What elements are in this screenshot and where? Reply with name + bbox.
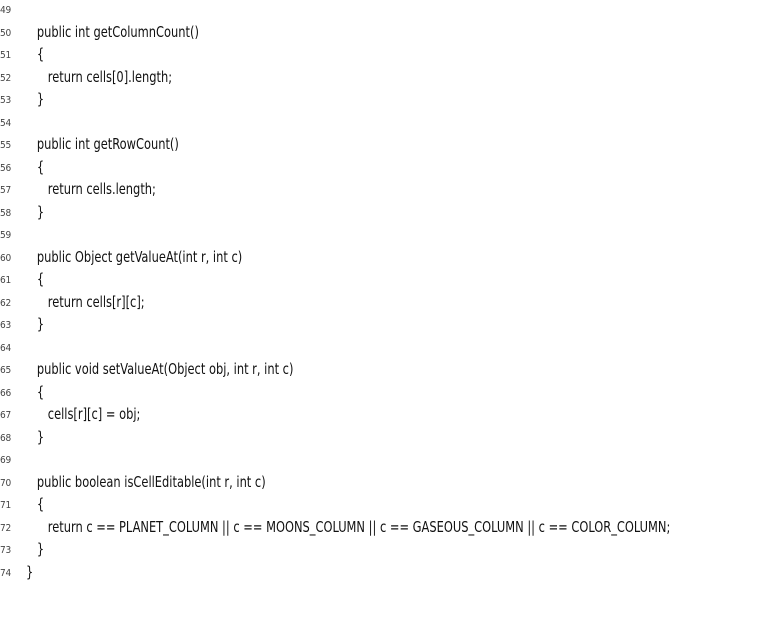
line-number: 49 [0, 5, 12, 16]
line-number: 71 [0, 500, 12, 511]
line-number: 58 [0, 207, 12, 219]
line-code: } [26, 315, 45, 333]
line-code: return cells[0].length; [26, 67, 173, 86]
code-line: 69 [0, 450, 769, 473]
line-number: 68 [0, 432, 12, 444]
code-line: 52 return cells[0].length; [0, 68, 769, 91]
line-number: 67 [0, 410, 12, 421]
line-number: 52 [0, 72, 12, 84]
line-number: 56 [0, 162, 12, 174]
line-number: 73 [0, 545, 12, 556]
code-line: 59 [0, 225, 769, 248]
line-code: cells[r][c] = obj; [26, 405, 141, 423]
line-number: 54 [0, 117, 12, 129]
line-code: { [26, 157, 45, 176]
code-line: 74 } [0, 563, 769, 586]
code-line: 68 } [0, 428, 769, 451]
code-line: 62 return cells[r][c]; [0, 293, 769, 316]
line-number: 69 [0, 455, 12, 466]
line-code: public int getRowCount() [26, 135, 179, 153]
line-code: return c == PLANET_COLUMN || c == MOONS_… [26, 517, 671, 536]
line-number: 63 [0, 320, 12, 331]
code-line: 57 return cells.length; [0, 180, 769, 203]
line-number: 62 [0, 297, 12, 309]
line-number: 51 [0, 50, 12, 61]
code-line: 54 [0, 113, 769, 136]
code-line: 56 { [0, 158, 769, 181]
line-code: return cells.length; [26, 180, 156, 198]
line-number: 66 [0, 387, 12, 399]
code-line: 66 { [0, 383, 769, 406]
line-code: } [26, 202, 45, 221]
line-number: 70 [0, 477, 12, 489]
line-code: public void setValueAt(Object obj, int r… [26, 360, 294, 378]
line-number: 65 [0, 365, 12, 376]
code-line: 50 public int getColumnCount() [0, 23, 769, 46]
line-code: { [26, 270, 45, 288]
line-number: 50 [0, 27, 12, 39]
code-line: 60 public Object getValueAt(int r, int c… [0, 248, 769, 271]
code-line: 55 public int getRowCount() [0, 135, 769, 158]
code-line: 51 { [0, 45, 769, 68]
code-line: 72 return c == PLANET_COLUMN || c == MOO… [0, 518, 769, 541]
line-number: 57 [0, 185, 12, 196]
line-code: { [26, 45, 45, 63]
code-line: 63 } [0, 315, 769, 338]
line-number: 53 [0, 95, 12, 106]
code-listing: 49 50 public int getColumnCount() 51 { 5… [0, 0, 769, 586]
line-number: 55 [0, 140, 12, 151]
line-code: { [26, 495, 45, 513]
code-line: 67 cells[r][c] = obj; [0, 405, 769, 428]
code-line: 58 } [0, 203, 769, 226]
code-line: 65 public void setValueAt(Object obj, in… [0, 360, 769, 383]
line-code: public int getColumnCount() [26, 22, 199, 41]
line-number: 61 [0, 275, 12, 286]
code-line: 70 public boolean isCellEditable(int r, … [0, 473, 769, 496]
line-code: } [26, 90, 45, 108]
line-number: 64 [0, 342, 12, 354]
code-line: 73 } [0, 540, 769, 563]
line-code: } [26, 562, 34, 581]
line-number: 74 [0, 567, 12, 579]
code-line: 71 { [0, 495, 769, 518]
line-number: 72 [0, 522, 12, 534]
line-number: 60 [0, 252, 12, 264]
line-code: public Object getValueAt(int r, int c) [26, 247, 243, 266]
code-line: 64 [0, 338, 769, 361]
line-code: } [26, 427, 45, 446]
line-code: return cells[r][c]; [26, 292, 145, 311]
code-line: 61 { [0, 270, 769, 293]
line-code: { [26, 382, 45, 401]
code-line: 49 [0, 0, 769, 23]
line-number: 59 [0, 230, 12, 241]
code-line: 53 } [0, 90, 769, 113]
line-code: public boolean isCellEditable(int r, int… [26, 472, 266, 491]
line-code: } [26, 540, 45, 558]
